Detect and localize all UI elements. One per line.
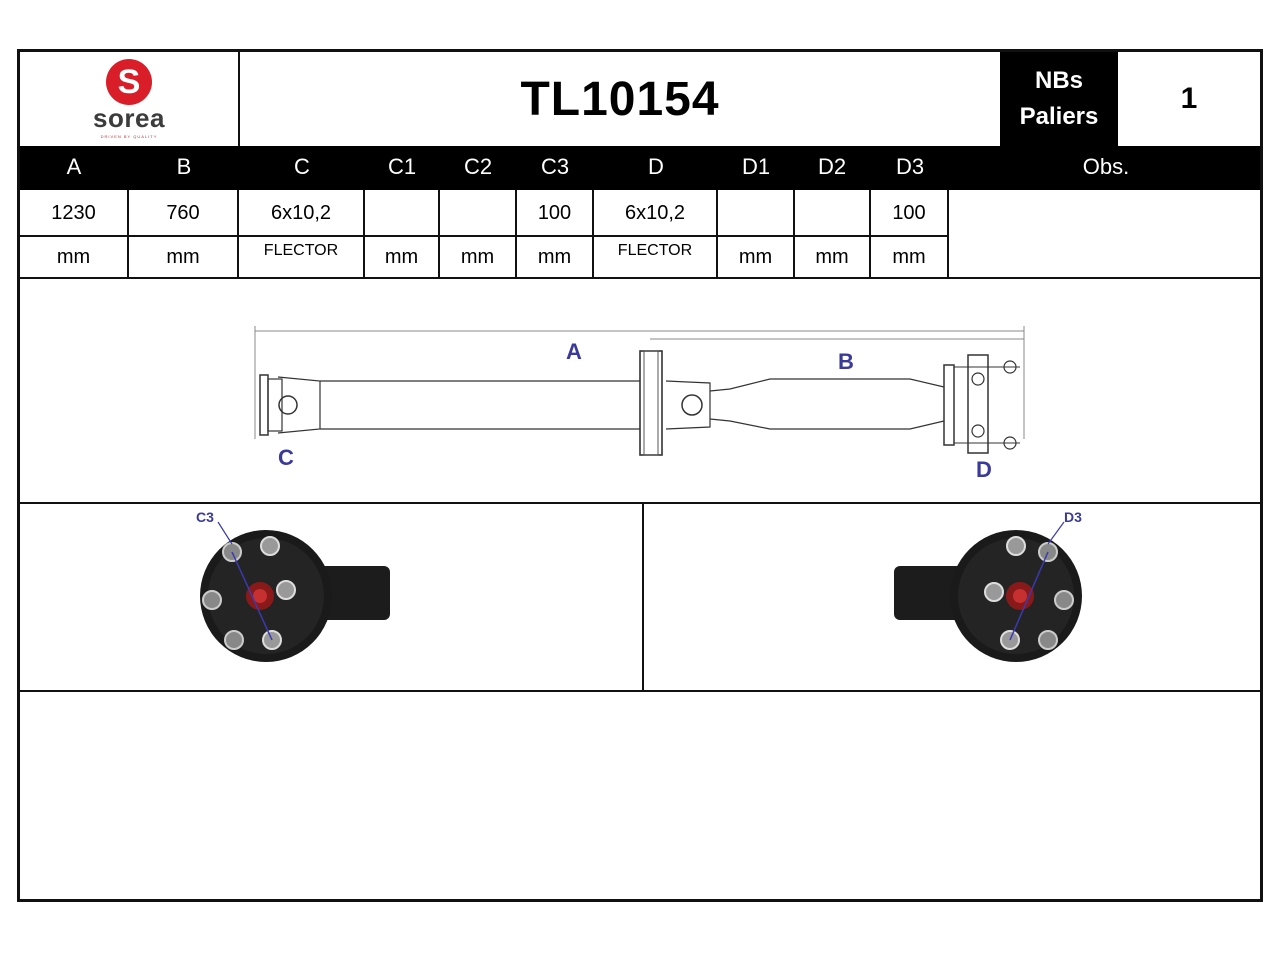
unit-c2: mm [440, 236, 517, 278]
unit-d-spacer [594, 266, 718, 278]
photo-label-d3: D3 [1064, 509, 1082, 525]
col-header-d3: D3 [895, 154, 925, 179]
col-header-c: C [294, 154, 310, 179]
flector-photo-c: C3 [20, 502, 644, 692]
value-c2 [440, 190, 517, 236]
value-d: 6x10,2 [594, 190, 718, 236]
value-d1 [718, 190, 795, 236]
value-d2 [795, 190, 871, 236]
shaft-drawing: A B C D [20, 279, 1260, 502]
col-header-a: A [66, 154, 82, 179]
row-divider [20, 235, 949, 237]
bearings-value: 1 [1180, 82, 1198, 115]
flector-c-image: C3 [196, 509, 390, 662]
unit-c1: mm [365, 236, 440, 278]
drawing-label-a: A [566, 339, 582, 364]
col-header-obs: Obs. [1082, 154, 1130, 179]
brand-logo: S sorea DRIVEN BY QUALITY [20, 52, 240, 146]
brand-tagline: DRIVEN BY QUALITY [100, 134, 158, 139]
unit-d1: mm [718, 236, 795, 278]
table-bottom-border [20, 277, 1260, 279]
shaft-drawing-svg: A B C D [254, 326, 1025, 482]
col-header-d2: D2 [817, 154, 847, 179]
unit-c-spacer [239, 266, 365, 278]
value-c1 [365, 190, 440, 236]
bearings-label-line2: Paliers [1019, 103, 1099, 130]
unit-b: mm [129, 236, 239, 278]
logo-mark-icon: S [106, 59, 152, 105]
value-a: 1230 [20, 190, 129, 236]
drawing-label-d: D [976, 457, 992, 482]
bearings-label: NBs Paliers [1000, 52, 1118, 146]
part-number: TL10154 [520, 72, 720, 126]
col-header-d: D [648, 154, 664, 179]
col-header-c1: C1 [387, 154, 417, 179]
bearings-label-line1: NBs [1034, 67, 1083, 94]
unit-c: FLECTOR [239, 236, 365, 266]
unit-d2: mm [795, 236, 871, 278]
col-header-c2: C2 [463, 154, 493, 179]
unit-a: mm [20, 236, 129, 278]
flector-photo-d: D3 [644, 502, 1260, 692]
unit-d: FLECTOR [594, 236, 718, 266]
value-c: 6x10,2 [239, 190, 365, 236]
header-row: S sorea DRIVEN BY QUALITY TL10154 NBs Pa… [20, 52, 1260, 146]
drawing-label-c: C [278, 445, 294, 470]
flector-d-image: D3 [894, 509, 1082, 662]
photo-label-c3: C3 [196, 509, 214, 525]
unit-d3: mm [871, 236, 949, 278]
drawing-label-b: B [838, 349, 854, 374]
product-sheet: S sorea DRIVEN BY QUALITY TL10154 NBs Pa… [17, 49, 1263, 902]
value-c3: 100 [517, 190, 594, 236]
column-header-row: A B C C1 C2 C3 D D1 D2 D3 Obs. [20, 146, 1260, 190]
brand-name: sorea [93, 103, 165, 133]
value-b: 760 [129, 190, 239, 236]
col-header-c3: C3 [540, 154, 570, 179]
value-d3: 100 [871, 190, 949, 236]
col-header-b: B [176, 154, 192, 179]
unit-c3: mm [517, 236, 594, 278]
col-header-d1: D1 [741, 154, 771, 179]
